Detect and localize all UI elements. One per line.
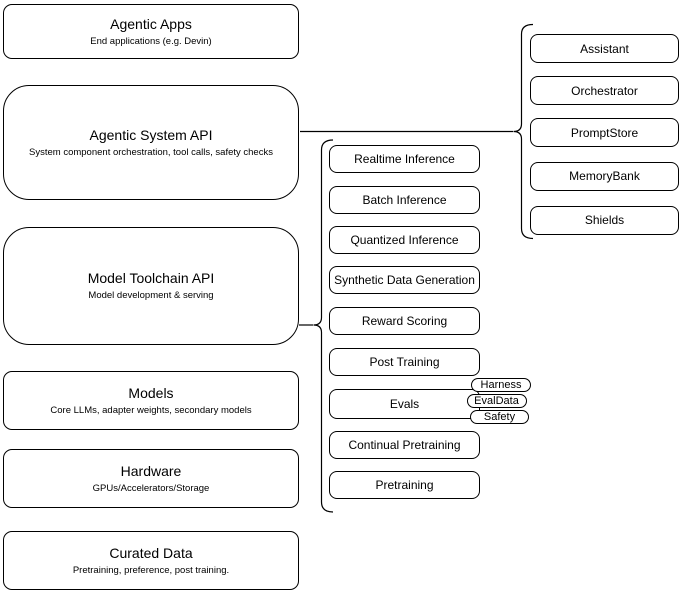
node-orchestrator: Orchestrator <box>530 76 679 105</box>
node-agentic-apps: Agentic Apps End applications (e.g. Devi… <box>3 4 299 59</box>
node-label: Reward Scoring <box>361 313 448 328</box>
node-title: Curated Data <box>109 544 193 561</box>
node-promptstore: PromptStore <box>530 118 679 147</box>
node-pretraining: Pretraining <box>329 471 480 499</box>
node-label: Orchestrator <box>571 83 638 98</box>
node-evals: Evals <box>329 389 480 419</box>
node-post-training: Post Training <box>329 347 480 376</box>
pill-label: Safety <box>483 410 516 423</box>
pill-harness: Harness <box>471 377 531 392</box>
components-group-brace <box>513 23 534 240</box>
node-label: Batch Inference <box>362 192 447 207</box>
node-label: Post Training <box>369 354 440 369</box>
node-label: Evals <box>389 397 420 411</box>
pill-label: Harness <box>480 378 522 391</box>
pill-label: EvalData <box>474 394 519 407</box>
node-title: Model Toolchain API <box>87 270 215 287</box>
node-label: Quantized Inference <box>350 232 459 247</box>
node-continual-pretraining: Continual Pretraining <box>329 430 480 459</box>
toolchain-group-brace <box>313 139 334 513</box>
node-hardware: Hardware GPUs/Accelerators/Storage <box>3 449 299 508</box>
node-label: Continual Pretraining <box>348 437 461 452</box>
node-batch-inference: Batch Inference <box>329 185 480 214</box>
node-model-toolchain-api: Model Toolchain API Model development & … <box>3 227 299 345</box>
pill-evaldata: EvalData <box>466 393 527 408</box>
node-title: Hardware <box>120 462 182 479</box>
node-title: Agentic Apps <box>110 15 192 32</box>
node-memorybank: MemoryBank <box>530 161 679 191</box>
pill-safety: Safety <box>470 409 529 424</box>
node-label: Synthetic Data Generation <box>334 273 475 287</box>
node-agentic-system-api: Agentic System API System component orch… <box>3 85 299 200</box>
node-title: Agentic System API <box>89 126 213 143</box>
node-quantized-inference: Quantized Inference <box>329 225 480 254</box>
node-assistant: Assistant <box>530 34 679 63</box>
node-reward-scoring: Reward Scoring <box>329 306 480 335</box>
node-subtitle: GPUs/Accelerators/Storage <box>92 482 210 494</box>
node-label: PromptStore <box>570 125 639 140</box>
node-models: Models Core LLMs, adapter weights, secon… <box>3 371 299 430</box>
node-subtitle: End applications (e.g. Devin) <box>90 35 212 47</box>
node-label: Pretraining <box>375 478 434 492</box>
node-subtitle: Core LLMs, adapter weights, secondary mo… <box>50 404 252 416</box>
node-shields: Shields <box>530 205 679 235</box>
node-synthetic-data-generation: Synthetic Data Generation <box>329 266 480 294</box>
node-label: Shields <box>584 213 625 227</box>
node-curated-data: Curated Data Pretraining, preference, po… <box>3 531 299 590</box>
node-realtime-inference: Realtime Inference <box>329 145 480 173</box>
node-label: Realtime Inference <box>354 152 455 166</box>
node-title: Models <box>128 384 174 401</box>
node-subtitle: System component orchestration, tool cal… <box>29 146 273 158</box>
node-subtitle: Pretraining, preference, post training. <box>72 564 230 576</box>
node-label: MemoryBank <box>569 169 640 183</box>
node-label: Assistant <box>580 41 629 56</box>
node-subtitle: Model development & serving <box>88 290 214 302</box>
